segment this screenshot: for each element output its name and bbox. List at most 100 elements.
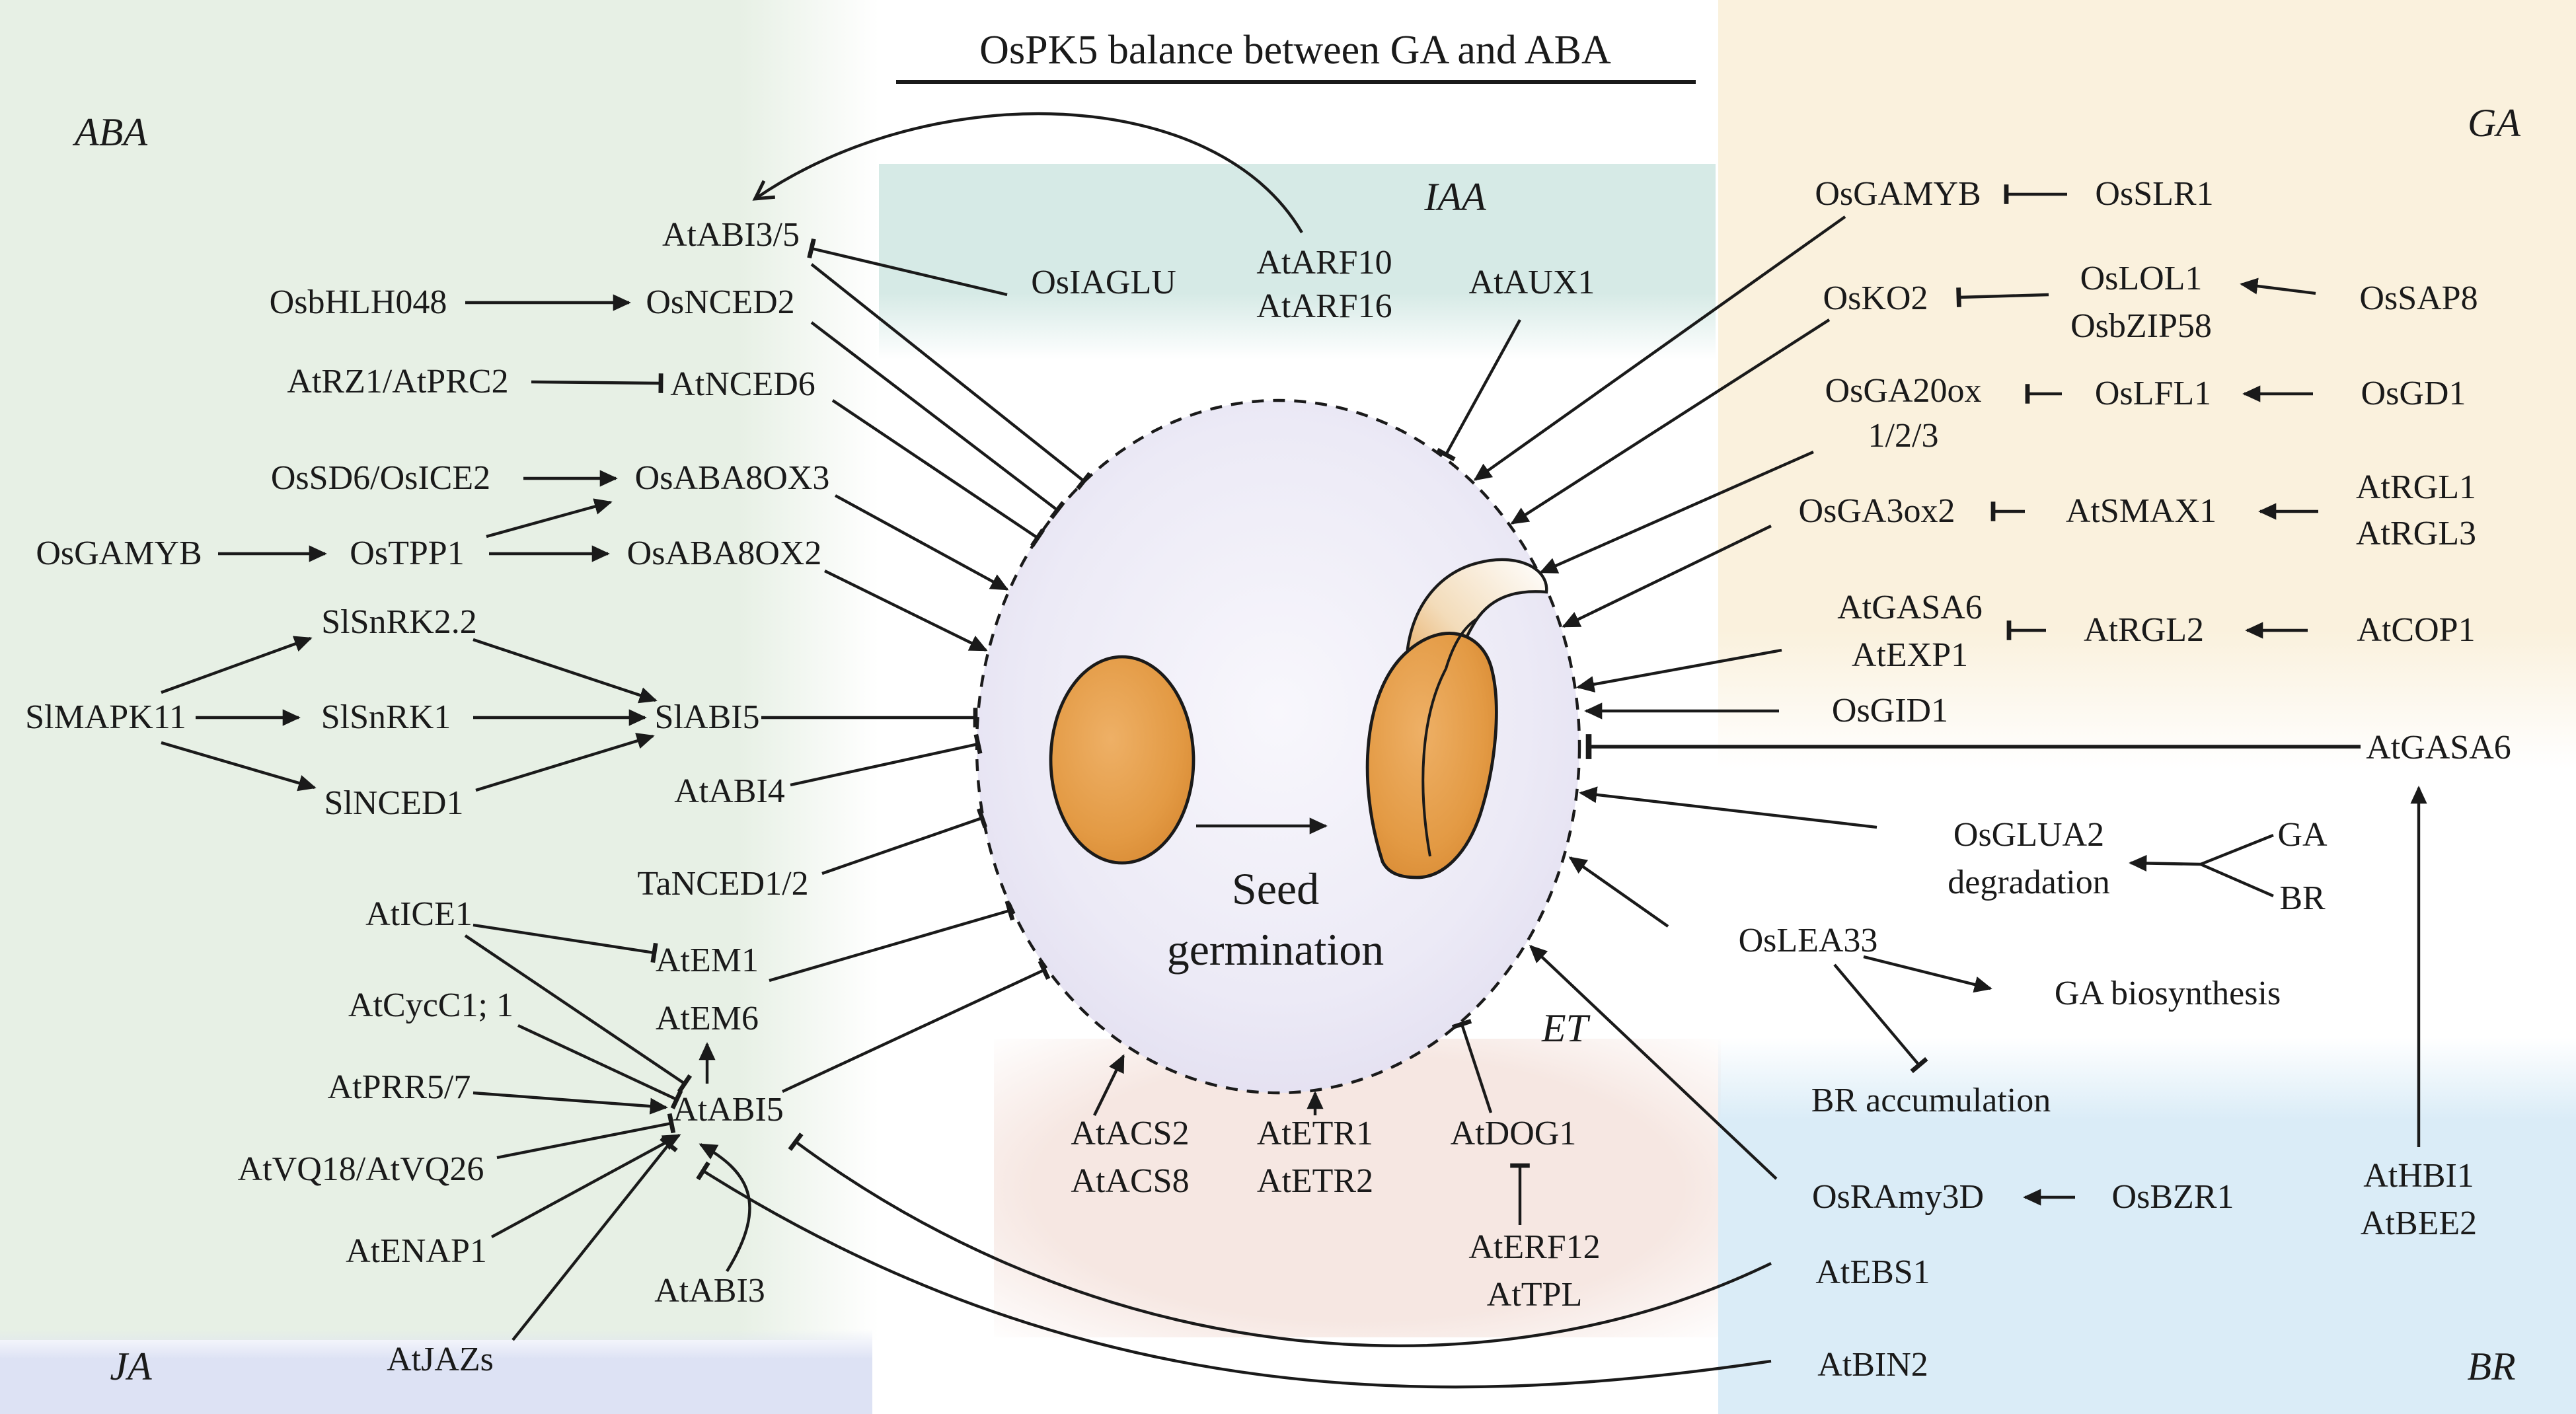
node-slnced1: SlNCED1 <box>324 784 464 822</box>
node-atrz1-atprc2: AtRZ1/AtPRC2 <box>287 363 508 400</box>
node-atgasa6-far: AtGASA6 <box>2366 729 2511 766</box>
labels: OsPK5 balance between GA and ABA ABA GA … <box>25 28 2520 1388</box>
node-atabi3-5: AtABI3/5 <box>662 216 800 254</box>
node-atebs1: AtEBS1 <box>1815 1253 1930 1291</box>
edge-br-fork <box>2200 862 2274 898</box>
node-atrgl2: AtRGL2 <box>2084 611 2204 649</box>
edge-atrz1-atnced6 <box>531 373 663 393</box>
node-ossd6-osice2: OsSD6/OsICE2 <box>271 459 490 497</box>
node-atrgl3: AtRGL3 <box>2356 515 2476 552</box>
node-degradation: degradation <box>1948 864 2109 901</box>
node-osnced2: OsNCED2 <box>646 283 794 321</box>
dry-seed <box>1049 655 1195 865</box>
node-atem1: AtEM1 <box>656 942 759 979</box>
edge-ostpp1-osaba8ox3 <box>486 498 613 539</box>
node-osga20ox-nums: 1/2/3 <box>1868 417 1939 455</box>
node-osgamyb-left: OsGAMYB <box>36 535 202 572</box>
node-atexp1: AtEXP1 <box>1852 636 1968 674</box>
edge-ataux1-ellipse <box>1436 318 1521 462</box>
et-region-label: ET <box>1541 1006 1591 1050</box>
node-atgasa6: AtGASA6 <box>1837 589 1983 626</box>
node-br-accumulation: BR accumulation <box>1811 1082 2051 1119</box>
node-osramy3d: OsRAmy3D <box>1812 1178 1984 1216</box>
edge-atjazs-atabi5 <box>511 1136 678 1341</box>
br-region-label: BR <box>2467 1345 2515 1388</box>
edge-osiaglu-atabi35 <box>807 238 1008 297</box>
edge-oslea33-ellipse <box>1568 856 1669 928</box>
ga-region <box>1718 0 2576 769</box>
node-atprr5-7: AtPRR5/7 <box>328 1068 471 1106</box>
edge-atabi5-ellipse <box>782 960 1051 1093</box>
germinated-seed <box>1365 558 1548 879</box>
edge-atprr57-atabi5 <box>473 1091 668 1115</box>
edge-slmapk11-slsnrk22 <box>161 636 313 694</box>
node-osgamyb-right: OsGAMYB <box>1815 175 1981 213</box>
edge-atdog1-ellipse <box>1451 1019 1493 1113</box>
node-ostpp1: OsTPP1 <box>350 535 464 572</box>
edge-ossap8-oslol1 <box>2240 278 2316 295</box>
node-atsmax1: AtSMAX1 <box>2066 492 2216 530</box>
edge-osglua2-ellipse <box>1579 786 1877 829</box>
node-osga3ox2: OsGA3ox2 <box>1799 492 1955 530</box>
node-atcycc1-1: AtCycC1; 1 <box>348 986 513 1024</box>
edge-osramy3d-ellipse <box>1529 945 1778 1180</box>
edge-slnced1-slabi5 <box>475 733 655 792</box>
seed-cotyledon <box>1365 632 1498 879</box>
node-osgd1: OsGD1 <box>2361 375 2466 412</box>
node-athbi1: AtHBI1 <box>2363 1157 2474 1195</box>
node-oslol1: OsLOL1 <box>2080 260 2203 297</box>
edge-atem-ellipse <box>769 900 1015 983</box>
edge-atenap1-atabi5 <box>490 1134 681 1238</box>
node-br-small: BR <box>2279 879 2326 917</box>
edge-atebs1-atabi5-curve <box>788 1133 1772 1347</box>
node-atarf10: AtARF10 <box>1256 244 1392 281</box>
node-slabi5: SlABI5 <box>655 698 760 736</box>
node-slsnrk2-2: SlSnRK2.2 <box>321 603 477 641</box>
edge-atabi3-atabi5 <box>699 1143 751 1273</box>
edge-atbin2-atabi5-curve <box>696 1161 1772 1389</box>
node-atbee2: AtBEE2 <box>2361 1205 2477 1242</box>
edge-osnced2-ellipse <box>810 321 1065 519</box>
node-osaba8ox2: OsABA8OX2 <box>627 535 822 572</box>
edge-osaba8ox3-ellipse <box>834 494 1009 591</box>
edge-osga20ox-ellipse <box>1539 450 1814 574</box>
node-atrgl1: AtRGL1 <box>2356 468 2476 506</box>
node-osko2: OsKO2 <box>1823 279 1928 317</box>
seed-label-line1: Seed <box>1232 864 1319 914</box>
node-atem6: AtEM6 <box>656 1000 759 1037</box>
edge-osko2-ellipse <box>1510 318 1831 525</box>
ja-region <box>0 1329 872 1414</box>
edge-atabi35-ellipse <box>810 263 1092 490</box>
node-ga-biosynthesis: GA biosynthesis <box>2055 975 2281 1012</box>
node-atetr2: AtETR2 <box>1257 1162 1373 1200</box>
node-slsnrk1: SlSnRK1 <box>321 698 451 736</box>
edges <box>161 80 2427 1389</box>
seed-fold-line <box>1421 617 1479 857</box>
node-ataux1: AtAUX1 <box>1469 264 1595 301</box>
node-slmapk11: SlMAPK11 <box>25 698 186 736</box>
node-atabi4: AtABI4 <box>674 772 785 810</box>
et-region <box>994 1039 1721 1337</box>
node-oslfl1: OsLFL1 <box>2095 375 2211 412</box>
figure-title: OsPK5 balance between GA and ABA <box>979 28 1611 73</box>
node-osbzip58: OsbZIP58 <box>2070 307 2212 345</box>
node-atenap1: AtENAP1 <box>346 1232 487 1270</box>
node-ga-small: GA <box>2277 816 2328 854</box>
node-osiaglu: OsIAGLU <box>1031 264 1176 301</box>
edge-atnced6-ellipse <box>831 399 1045 548</box>
aba-region-label: ABA <box>72 110 147 154</box>
node-osglua2: OsGLUA2 <box>1953 816 2104 854</box>
node-osaba8ox3: OsABA8OX3 <box>635 459 830 497</box>
node-atbin2: AtBIN2 <box>1817 1346 1928 1384</box>
node-atarf16: AtARF16 <box>1256 287 1392 325</box>
edge-osga3ox2-ellipse <box>1562 525 1772 628</box>
edge-atice1-atem1 <box>473 923 658 963</box>
node-aterf12: AtERF12 <box>1468 1228 1600 1266</box>
edge-oslea33-gabiosynthesis <box>1863 955 1992 993</box>
edge-atgasa6-atexp1-ellipse <box>1576 648 1782 693</box>
edge-osgamyb-ellipse <box>1473 215 1846 481</box>
node-osbhlh048: OsbHLH048 <box>270 283 447 321</box>
